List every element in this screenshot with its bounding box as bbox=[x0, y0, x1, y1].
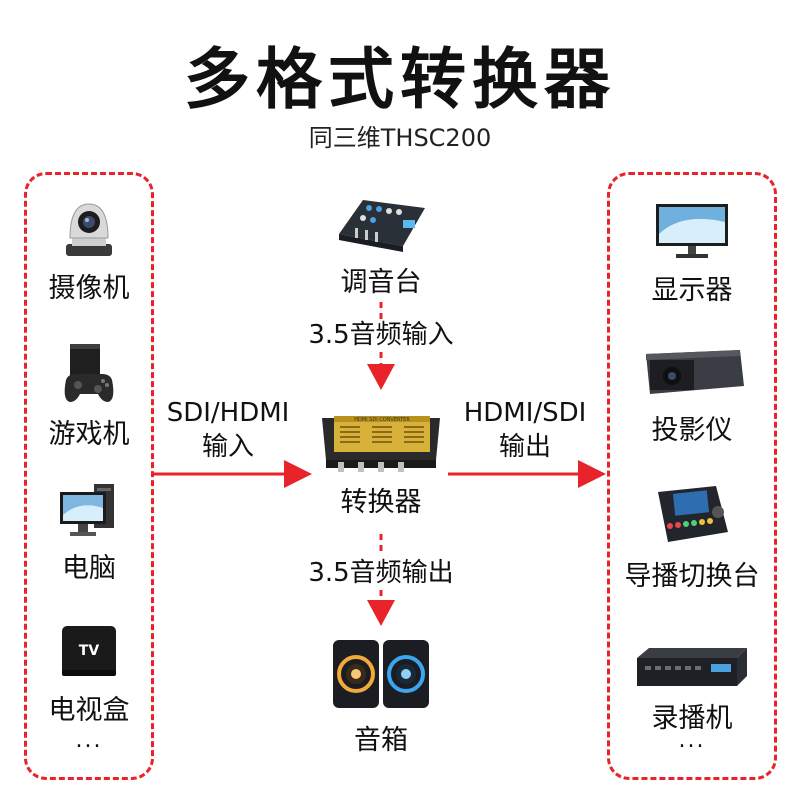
input-device-game-console: 游戏机 bbox=[24, 340, 154, 451]
page-subtitle: 同三维THSC200 bbox=[308, 124, 492, 152]
output-format-line1: HDMI/SDI bbox=[463, 398, 587, 428]
input-device-label: 电视盒 bbox=[48, 695, 130, 726]
converter-icon: HDMI SDI CONVERTER bbox=[322, 416, 440, 472]
camera-icon bbox=[66, 203, 112, 256]
input-format-label: SDI/HDMI 输入 bbox=[156, 396, 300, 464]
output-device-monitor: 显示器 bbox=[607, 200, 777, 307]
mixer-label: 调音台 bbox=[340, 267, 422, 298]
game-console-icon bbox=[64, 344, 114, 402]
speaker-icon bbox=[333, 640, 429, 708]
converter-device: HDMI SDI CONVERTER 转换器 bbox=[306, 408, 456, 519]
audio-out-label: 3.5音频输出 bbox=[308, 558, 454, 588]
projector-icon bbox=[646, 350, 744, 394]
mixer-device: 调音台 bbox=[316, 190, 446, 299]
tv-badge: TV bbox=[79, 643, 100, 659]
output-format-label: HDMI/SDI 输出 bbox=[450, 396, 600, 464]
converter-label: 转换器 bbox=[340, 487, 422, 518]
audio-in-label: 3.5音频输入 bbox=[308, 320, 454, 350]
input-device-computer: 电脑 bbox=[24, 482, 154, 585]
output-more-indicator: ... bbox=[678, 728, 706, 753]
output-format-line2: 输出 bbox=[498, 432, 551, 462]
input-format-line1: SDI/HDMI bbox=[166, 398, 290, 428]
input-format-line2: 输入 bbox=[201, 432, 254, 462]
input-device-label: 游戏机 bbox=[48, 419, 130, 450]
switcher-icon bbox=[658, 486, 728, 542]
output-device-label: 投影仪 bbox=[651, 415, 733, 446]
output-devices-group bbox=[607, 172, 777, 780]
mixer-icon bbox=[339, 200, 425, 252]
output-device-projector: 投影仪 bbox=[607, 346, 777, 447]
monitor-icon bbox=[656, 204, 728, 258]
input-device-label: 摄像机 bbox=[48, 273, 130, 304]
page-title: 多格式转换器 bbox=[184, 41, 616, 118]
input-device-label: 电脑 bbox=[62, 553, 116, 584]
output-device-recorder: 录播机 bbox=[607, 644, 777, 735]
speakers-label: 音箱 bbox=[354, 725, 408, 756]
output-device-label: 显示器 bbox=[651, 275, 733, 306]
audio-in-arrow bbox=[367, 302, 395, 390]
audio-out-arrow bbox=[367, 534, 395, 626]
output-device-label: 导播切换台 bbox=[624, 561, 760, 592]
converter-panel-text: HDMI SDI CONVERTER bbox=[354, 417, 410, 423]
input-arrow bbox=[152, 460, 312, 488]
output-device-label: 录播机 bbox=[651, 703, 733, 734]
input-device-tv-box: TV 电视盒 bbox=[24, 622, 154, 727]
speakers-device: 音箱 bbox=[316, 636, 446, 757]
recorder-icon bbox=[637, 648, 747, 686]
input-device-camera: 摄像机 bbox=[24, 198, 154, 305]
output-arrow bbox=[448, 460, 606, 488]
input-more-indicator: ... bbox=[75, 728, 103, 753]
input-devices-group bbox=[24, 172, 154, 780]
computer-icon bbox=[60, 484, 114, 536]
output-device-switcher: 导播切换台 bbox=[607, 482, 777, 593]
tv-box-icon: TV bbox=[62, 626, 116, 676]
